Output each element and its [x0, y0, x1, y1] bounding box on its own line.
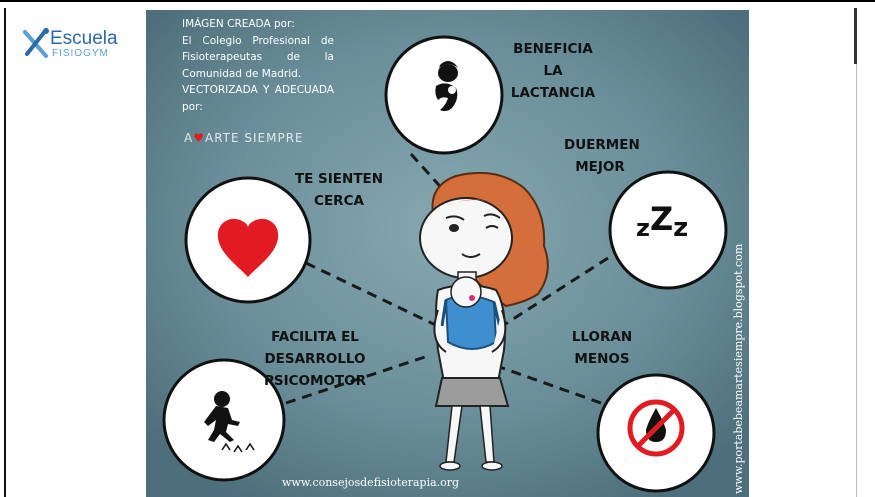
label-facilita-desarrollo: FACILITA EL DESARROLLO PSICOMOTOR: [220, 326, 410, 392]
label-lloran-line2: MENOS: [574, 351, 630, 367]
vertical-url: www.portabebeamartesiempre.blogspot.com: [732, 243, 745, 494]
circle-duermen-mejor: [608, 170, 728, 290]
bottom-url: www.consejosdefisioterapia.org: [282, 476, 460, 489]
label-te-sienten-cerca: TE SIENTEN CERCA: [292, 168, 386, 212]
zzz-medium: z: [673, 213, 689, 243]
zzz-small: z: [636, 214, 650, 242]
label-desarrollo-line1: FACILITA EL DESARROLLO: [264, 329, 366, 367]
connector-lines: [285, 152, 609, 405]
logo-x-icon: [23, 28, 49, 58]
credit-block: IMÁGEN CREADA por: El Colegio Profesiona…: [182, 16, 334, 115]
no-crying-icon: [627, 399, 685, 457]
brand-prefix: A: [184, 131, 194, 145]
scrollbar-thumb[interactable]: [854, 8, 857, 64]
label-lloran-menos: LLORAN MENOS: [570, 326, 634, 370]
sleep-zzz-icon: zZz: [636, 200, 689, 244]
label-lactancia-line1: BENEFICIA LA: [513, 41, 593, 79]
credit-line-1: IMÁGEN CREADA por:: [182, 18, 295, 30]
mother-baby-illustration: [419, 171, 549, 471]
label-duermen-mejor: DUERMEN MEJOR: [564, 134, 640, 178]
label-sienten-line2: CERCA: [314, 193, 364, 209]
label-duermen-line2: MEJOR: [575, 159, 625, 175]
zzz-large: Z: [649, 200, 674, 238]
heart-icon: [217, 218, 279, 277]
running-child-icon: [204, 391, 255, 453]
credit-line-2: El Colegio Profesional de: [182, 34, 334, 47]
escuela-logo: Escuela FISIOGYM: [22, 26, 142, 66]
label-lloran-line1: LLORAN: [571, 329, 633, 345]
logo-name: Escuela: [50, 28, 118, 49]
breastfeeding-icon: [435, 61, 458, 112]
poster-artwork: [146, 10, 749, 497]
scrollbar-track[interactable]: [856, 64, 857, 497]
label-desarrollo-line2: PSICOMOTOR: [263, 373, 366, 389]
credit-line-6: por:: [182, 100, 203, 113]
page-left-border: [4, 8, 6, 497]
logo-subtitle: FISIOGYM: [52, 48, 109, 59]
label-lactancia-line2: LACTANCIA: [510, 85, 596, 101]
amarte-siempre-brand: A♥ARTE SIEMPRE: [184, 131, 304, 145]
brand-heart-icon: ♥: [193, 131, 205, 145]
label-duermen-line1: DUERMEN: [564, 137, 640, 153]
infographic-poster: IMÁGEN CREADA por: El Colegio Profesiona…: [146, 10, 749, 497]
credit-line-4: Comunidad de Madrid.: [182, 67, 302, 80]
page-top-border: [0, 0, 875, 8]
credit-line-3: Fisioterapeutas de la: [182, 51, 334, 63]
brand-suffix: ARTE SIEMPRE: [204, 131, 304, 145]
label-beneficia-lactancia: BENEFICIA LA LACTANCIA: [508, 38, 598, 104]
credit-line-5: VECTORIZADA Y ADECUADA: [182, 84, 334, 96]
label-sienten-line1: TE SIENTEN: [294, 171, 384, 187]
